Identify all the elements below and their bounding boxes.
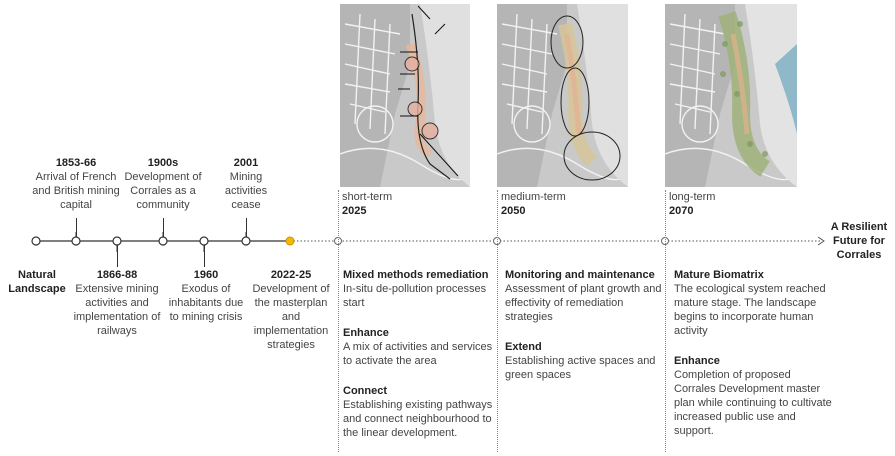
event-text: Development of Corrales as a community [124,171,202,211]
event-year: 1960 [193,269,219,281]
event-text: Arrival of French and British mining cap… [32,171,120,211]
item-text: In-situ de-pollution processes start [343,283,487,309]
phase-short-details: Mixed methods remediation In-situ de-pol… [343,268,501,440]
phase-long-label: long-term 2070 [669,190,715,218]
phase-year: 2025 [342,205,367,217]
item-title: Extend [505,341,542,353]
phase-year: 2050 [501,205,526,217]
event-1853: 1853-66 Arrival of French and British mi… [28,156,124,212]
connector-1853 [76,218,77,241]
connector-1866 [117,241,118,267]
event-text: Development of the masterplan and implem… [252,283,330,351]
item-text: Establishing existing pathways and conne… [343,399,493,439]
map-long-term [665,4,797,187]
event-year: 1900s [147,157,179,169]
event-1900: 1900s Development of Corrales as a commu… [118,156,208,212]
phase-term: long-term [669,191,716,203]
item-text: Assessment of plant growth and effectivi… [505,283,662,323]
item-text: Establishing active spaces and green spa… [505,355,656,381]
item-title: Mixed methods remediation [343,269,489,281]
item-title: Enhance [674,355,720,367]
event-2001: 2001 Mining activities cease [216,156,276,212]
timeline-nodes [31,236,669,246]
item-title: Enhance [343,327,389,339]
phase-term: short-term [342,191,393,203]
event-year: 1853-66 [55,157,97,169]
event-text: Exodus of inhabitants due to mining cris… [168,283,244,323]
event-1866: 1866-88 Extensive mining activities and … [70,268,164,338]
event-year: 2001 [233,157,259,169]
event-2022: 2022-25 Development of the masterplan an… [246,268,336,352]
connector-1960 [204,241,205,267]
event-1960: 1960 Exodus of inhabitants due to mining… [164,268,248,324]
map-short-term [340,4,470,187]
event-year: 2022-25 [270,269,312,281]
phase-long-details: Mature Biomatrix The ecological system r… [674,268,834,438]
phase-divider-long [665,190,666,452]
phase-short-label: short-term 2025 [342,190,392,218]
end-label: A Resilient Future for Corrales [830,221,888,261]
item-text: The ecological system reached mature sta… [674,283,826,337]
item-text: A mix of activities and services to acti… [343,341,493,367]
event-year: 1866-88 [96,269,138,281]
event-text: Mining activities cease [224,171,268,211]
connector-1900 [163,218,164,241]
phase-medium-label: medium-term 2050 [501,190,566,218]
item-title: Mature Biomatrix [674,269,764,281]
item-title: Connect [343,385,387,397]
phase-term: medium-term [501,191,566,203]
item-text: Completion of proposed Corrales Developm… [674,369,832,437]
phase-divider-medium [497,190,498,452]
item-title: Monitoring and maintenance [505,269,655,281]
phase-medium-details: Monitoring and maintenance Assessment of… [505,268,663,382]
connector-2001 [246,218,247,241]
event-text: Extensive mining activities and implemen… [73,283,161,337]
map-medium-term [497,4,628,187]
current-node [285,236,295,246]
event-natural-landscape: Natural Landscape [8,269,66,295]
phase-year: 2070 [669,205,694,217]
phase-divider-short [338,190,339,452]
